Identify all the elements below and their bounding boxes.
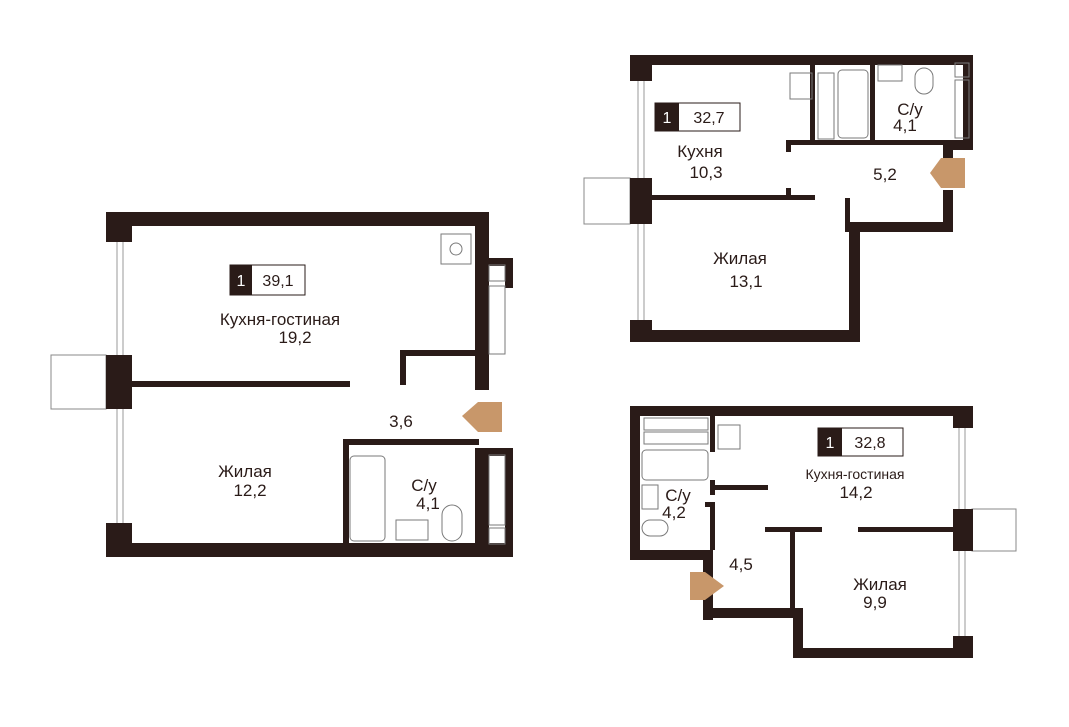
room-name: Жилая (853, 575, 907, 594)
vent-icon (954, 62, 970, 78)
windows (958, 428, 966, 636)
balcony (583, 177, 631, 225)
washbasin-icon (877, 64, 903, 82)
room-name: Жилая (218, 462, 272, 481)
room-name: Кухня-гостиная (220, 310, 340, 329)
room-area: 4,2 (662, 503, 686, 522)
room-area: 5,2 (873, 165, 897, 184)
entrance-arrow-icon (690, 572, 724, 600)
cabinet-icon (643, 431, 709, 445)
sink-icon (440, 233, 472, 265)
toilet-icon (441, 504, 463, 542)
sink-icon (717, 424, 741, 450)
plan-3: 1 32,8 Кухня-гостиная 14,2 Жилая 9,9 4,5… (630, 406, 1017, 658)
entrance-arrow-icon (462, 402, 502, 432)
room-name: Жилая (713, 249, 767, 268)
windows (637, 81, 645, 320)
plan-2: 1 32,7 Кухня 10,3 Жилая 13,1 5,2 С/у 4,1 (583, 55, 973, 342)
badge-rooms: 1 (237, 273, 246, 290)
badge-area: 32,8 (854, 435, 885, 452)
badge-rooms: 1 (663, 110, 672, 127)
area-badge: 1 32,8 (817, 427, 904, 457)
room-area: 14,2 (839, 483, 872, 502)
area-badge: 1 32,7 (654, 102, 741, 132)
toilet-icon (641, 519, 669, 537)
kitchen-counter-icon (488, 285, 506, 355)
balcony (971, 508, 1017, 552)
fixtures (789, 62, 970, 140)
kitchen-counter-icon (643, 417, 709, 431)
room-area: 9,9 (863, 593, 887, 612)
fixtures (641, 417, 741, 537)
room-area: 4,1 (416, 494, 440, 513)
room-area: 4,5 (729, 555, 753, 574)
fixtures (349, 233, 506, 545)
vent-icon (488, 527, 506, 545)
room-name: Кухня (677, 142, 723, 161)
sink-bowl-icon (449, 242, 463, 256)
bathtub-icon (349, 455, 386, 542)
room-name: С/у (665, 486, 691, 505)
washbasin-icon (395, 519, 429, 541)
windows (116, 242, 124, 523)
cabinet-icon (954, 79, 970, 139)
room-area: 13,1 (729, 272, 762, 291)
room-area: 4,1 (893, 116, 917, 135)
area-badge: 1 39,1 (229, 264, 306, 296)
bathtub-icon (641, 449, 709, 481)
room-area: 19,2 (278, 328, 311, 347)
cabinet-icon (488, 454, 506, 526)
room-area: 12,2 (233, 481, 266, 500)
room-area: 3,6 (389, 412, 413, 431)
room-name: С/у (411, 476, 437, 495)
badge-area: 32,7 (693, 110, 724, 127)
vent-icon (488, 264, 506, 282)
outer-walls (630, 55, 973, 342)
outer-walls (106, 212, 513, 557)
sink-icon (789, 72, 813, 100)
room-name: С/у (897, 100, 923, 119)
balcony (50, 354, 107, 410)
bathtub-icon (837, 69, 869, 139)
badge-rooms: 1 (826, 435, 835, 452)
washbasin-icon (641, 484, 659, 510)
entrance-arrow-icon (930, 158, 965, 188)
badge-area: 39,1 (262, 273, 293, 290)
room-area: 10,3 (689, 163, 722, 182)
toilet-icon (914, 67, 934, 95)
room-name: Кухня-гостиная (805, 466, 904, 482)
plan-1: 1 39,1 Кухня-гостиная 19,2 Жилая 12,2 3,… (50, 212, 513, 557)
kitchen-counter-icon (817, 72, 835, 140)
